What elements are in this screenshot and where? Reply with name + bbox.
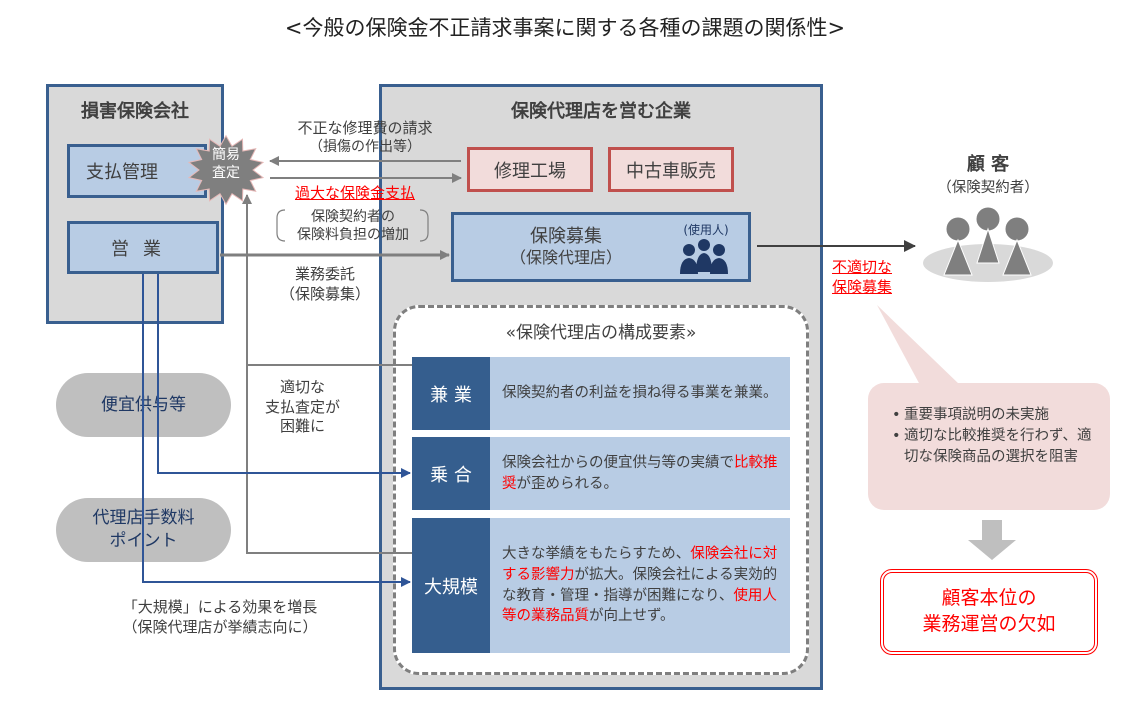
- repair-shop-label: 修理工場: [494, 160, 566, 182]
- insurer-title: 損害保険会社: [81, 101, 189, 122]
- component-label: 大規模: [412, 518, 490, 653]
- down-arrow-icon: [968, 520, 1016, 560]
- used-car-sales-box: 中古車販売: [608, 147, 734, 192]
- commission-label-2: ポイント: [109, 531, 178, 551]
- result-line-2: 業務運営の欠如: [922, 613, 1056, 635]
- difficult-line-3: 困難に: [279, 417, 325, 435]
- component-text-part: が拡大。保険会社による実効的な教育・管理・指導が困難になり、: [502, 566, 778, 604]
- result-line-1: 顧客本位の: [941, 587, 1037, 610]
- component-label: 乗 合: [412, 437, 490, 510]
- amplify-note: 「大規模」による効果を増長 （保険代理店が挙績志向に）: [100, 597, 340, 638]
- burden-line-2: 保険料負担の増加: [297, 227, 409, 244]
- commission-pill: 代理店手数料 ポイント: [56, 498, 231, 562]
- component-text-part: が向上せず。: [589, 608, 675, 625]
- improper-solicitation-note: 不適切な 保険募集: [822, 258, 902, 297]
- insurer-panel: 損害保険会社: [46, 84, 224, 324]
- commission-label-1: 代理店手数料: [92, 508, 195, 529]
- payment-management-label: 支払管理: [86, 162, 158, 183]
- component-row-large-scale: 大規模 大きな挙績をもたらすため、保険会社に対する影響力が拡大。保険会社による実…: [412, 518, 790, 653]
- customer-subtitle: （保険契約者）: [937, 180, 1039, 196]
- outsourcing-line-1: 業務委託: [294, 265, 355, 283]
- benefits-label: 便宜供与等: [101, 394, 186, 415]
- premium-burden-note: 保険契約者の 保険料負担の増加: [283, 208, 423, 244]
- amplify-line-2: （保険代理店が挙績志向に）: [122, 618, 318, 637]
- difficult-line-2: 支払査定が: [264, 397, 340, 416]
- diagram-title: <今般の保険金不正請求事案に関する各種の課題の関係性>: [284, 16, 846, 40]
- component-row-concurrent-business: 兼 業 保険契約者の利益を損ね得る事業を兼業。: [412, 357, 790, 430]
- burden-line-1: 保険契約者の: [311, 209, 395, 225]
- customer-ellipse: [923, 244, 1053, 282]
- result-box: 顧客本位の 業務運営の欠如: [880, 569, 1098, 655]
- amplify-line-1: 「大規模」による効果を増長: [122, 598, 318, 616]
- component-text: 保険会社からの便宜供与等の実績で比較推奨が歪められる。: [490, 437, 790, 510]
- used-car-sales-label: 中古車販売: [626, 160, 716, 182]
- customer-group-icon: [943, 206, 1032, 276]
- component-row-multi-company: 乗 合 保険会社からの便宜供与等の実績で比較推奨が歪められる。: [412, 437, 790, 510]
- component-text-part: 大きな挙績をもたらすため、: [502, 546, 691, 563]
- fraud-claim-note: 不正な修理費の請求 （損傷の作出等）: [280, 118, 450, 157]
- payment-management-box: 支払管理: [67, 144, 207, 198]
- solicitation-title: 保険募集: [530, 225, 602, 247]
- components-title: «保険代理店の構成要素»: [505, 323, 697, 343]
- component-text-part: が歪められる。: [516, 475, 619, 492]
- employees-icon: [680, 239, 728, 274]
- fraud-claim-line-2: （損傷の作出等）: [309, 139, 421, 156]
- component-label: 兼 業: [412, 357, 490, 430]
- benefits-pill: 便宜供与等: [56, 373, 231, 437]
- improper-line-1: 不適切な: [831, 258, 892, 276]
- agency-company-title: 保険代理店を営む企業: [511, 101, 691, 122]
- highlight-text: 保険会社に対する影響力: [502, 546, 778, 583]
- fraud-claim-line-1: 不正な修理費の請求: [297, 119, 433, 137]
- solicitation-subtitle: （保険代理店）: [509, 248, 622, 268]
- customer-title: 顧 客: [966, 154, 1010, 175]
- component-text: 保険契約者の利益を損ね得る事業を兼業。: [490, 357, 790, 430]
- simple-assessment-label: 簡易 査定: [196, 146, 256, 182]
- difficult-assessment-note: 適切な 支払査定が 困難に: [255, 378, 350, 437]
- highlight-text: 比較推奨: [502, 454, 778, 492]
- employees-label: (使用人): [683, 223, 729, 237]
- component-text: 大きな挙績をもたらすため、保険会社に対する影響力が拡大。保険会社による実効的な教…: [490, 518, 790, 653]
- difficult-line-1: 適切な: [279, 378, 325, 396]
- callout-item: •適切な比較推奨を行わず、適切な保険商品の選択を阻害: [892, 428, 1092, 466]
- component-text-part: 保険会社からの便宜供与等の実績で: [502, 454, 734, 471]
- improper-solicitation-callout: •重要事項説明の未実施 •適切な比較推奨を行わず、適切な保険商品の選択を阻害: [868, 383, 1110, 510]
- callout-tail: [877, 305, 960, 385]
- burst-line-2: 査定: [212, 165, 240, 182]
- highlight-text: 使用人等の業務品質: [502, 587, 777, 625]
- repair-shop-box: 修理工場: [467, 147, 593, 192]
- improper-line-2: 保険募集: [831, 277, 892, 296]
- excess-payment-note: 過大な保険金支払: [294, 184, 415, 202]
- burst-line-1: 簡易: [212, 147, 240, 163]
- outsourcing-line-2: （保険募集）: [279, 285, 370, 304]
- sales-box: 営業: [67, 221, 219, 274]
- sales-label: 営業: [111, 238, 175, 260]
- outsourcing-note: 業務委託 （保険募集）: [260, 264, 390, 305]
- callout-item: •重要事項説明の未実施: [892, 407, 1049, 423]
- component-text-part: 保険契約者の利益を損ね得る事業を兼業。: [502, 385, 778, 402]
